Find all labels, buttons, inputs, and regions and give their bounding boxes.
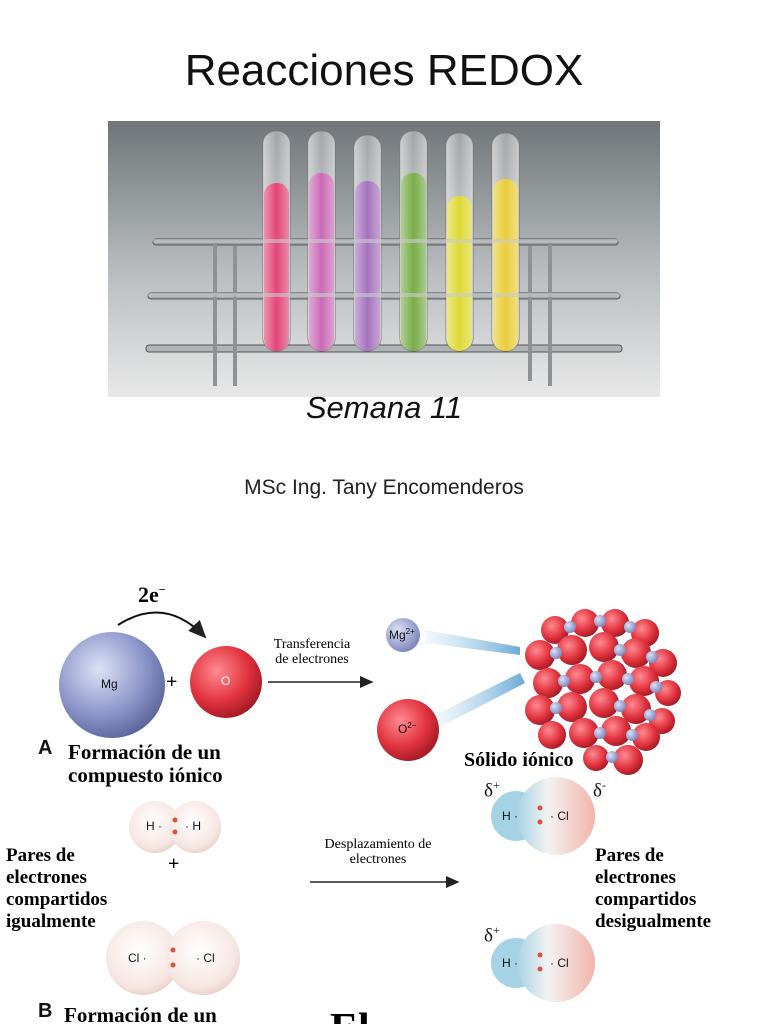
section-b-title: Formación de un — [64, 1003, 217, 1024]
hcl-molecule-bottom — [491, 924, 595, 1002]
h2-molecule — [129, 801, 221, 853]
ionic-solid-label: Sólido iónico — [464, 749, 574, 771]
o-ion-label: O2− — [398, 721, 417, 736]
hcl-h-label-top: H · — [502, 809, 519, 823]
covalent-plus: + — [168, 853, 180, 875]
hcl-cl-label-bottom: · Cl — [550, 956, 569, 970]
delta-plus-top: δ+ — [484, 778, 500, 802]
ionic-solid-lattice — [525, 609, 681, 775]
test-tubes-photo — [108, 121, 660, 397]
cl2-molecule — [106, 921, 240, 995]
section-a-title: Formación de un compuesto iónico — [68, 740, 223, 787]
delta-minus-top: δ- — [593, 778, 606, 802]
h-right-label: · H — [185, 819, 202, 833]
slide-subtitle: Semana 11 — [305, 390, 463, 425]
o-ion — [377, 699, 439, 761]
cl-left-label: Cl · — [128, 951, 147, 965]
h-left-label: H · — [146, 819, 163, 833]
mg-ion-beam — [425, 630, 520, 655]
mg-ion — [386, 618, 420, 652]
ionic-plus: + — [166, 671, 178, 693]
cutoff-text: El — [330, 1005, 370, 1024]
hcl-cl-label-top: · Cl — [550, 809, 569, 823]
section-a-letter: A — [38, 737, 53, 759]
transfer-label: Transferencia de electrones — [273, 637, 351, 667]
slide-title: Reacciones REDOX — [184, 46, 584, 95]
oxygen-atom — [190, 646, 262, 718]
shift-label: Desplazamiento de electrones — [324, 837, 432, 867]
unequal-sharing-label: Pares de electrones compartidos desigual… — [595, 845, 712, 932]
equal-sharing-label: Pares de electrones compartidos igualmen… — [6, 845, 108, 932]
cl-right-label: · Cl — [196, 951, 215, 965]
mg-ion-label: Mg2+ — [389, 627, 415, 642]
delta-plus-bottom: δ+ — [484, 923, 500, 947]
electron-transfer-arrow — [117, 611, 207, 639]
o-label: O — [221, 674, 231, 688]
section-b-letter: B — [38, 1000, 53, 1022]
hcl-h-label-bottom: H · — [502, 956, 519, 970]
hcl-molecule-top — [491, 777, 595, 855]
test-tubes-illustration — [108, 121, 660, 397]
bonding-figure: 2e− Mg + O Transferencia de electrones M… — [0, 575, 768, 1024]
electrons-label: 2e− — [138, 582, 166, 607]
mg-label: Mg — [101, 677, 118, 691]
magnesium-atom — [59, 632, 165, 738]
slide-author: MSc Ing. Tany Encomenderos — [244, 476, 524, 499]
bonding-figure-graphics — [59, 609, 681, 1002]
o-ion-beam — [435, 673, 525, 727]
